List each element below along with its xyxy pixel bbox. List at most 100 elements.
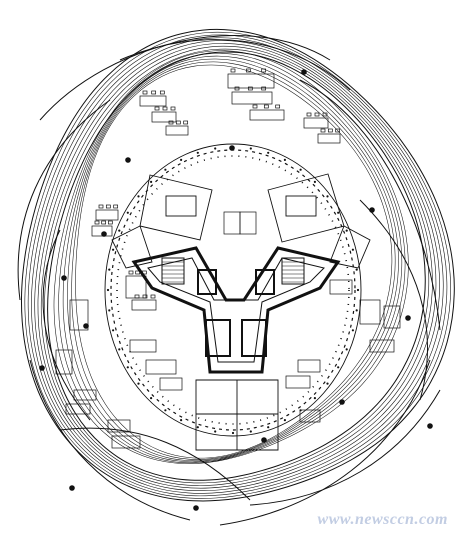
ring-mullion-dot-4 [345,348,348,351]
ring-mullion-dot-17 [150,397,153,400]
desk-19 [111,435,141,449]
chair-3-2 [263,104,269,109]
ring-mullion-dot-37 [283,158,286,161]
tendril-line-4 [29,359,191,521]
ring-mullion-dot-28 [137,195,140,198]
desk-17 [65,403,91,415]
desk-14 [69,299,89,331]
chair-9-3 [113,204,119,209]
ring-mullion-dot-7 [313,397,316,400]
ring-mullion-dot-35 [249,147,252,150]
desk-24 [369,339,395,353]
stair-right [281,257,305,285]
chair-6-1 [168,120,174,125]
outer-band-6 [37,43,437,489]
ring-mullion-dot-23 [106,288,110,292]
column-6 [261,437,267,443]
ring-mullion-dot-22 [108,309,111,312]
office-wing-rooms [111,173,371,451]
desk-9 [95,209,119,221]
ring-mullion-dot-27 [126,211,129,214]
ring-mullion-dot-18 [137,382,140,385]
ring-mullion-dot-5 [337,366,340,369]
outer-band-7 [40,45,433,486]
chair-5-2 [162,106,168,111]
tendril-line-7 [359,199,428,401]
outer-band-2 [24,31,451,499]
desk-5 [151,111,177,123]
chair-12-1 [134,294,140,299]
ring-mullion-dot-3 [351,329,354,332]
desk-8 [317,133,341,144]
meeting-table-right [285,195,317,217]
ring-mullion-dot-1 [356,288,360,292]
chair-2-1 [234,86,240,91]
desk-22 [329,279,353,295]
desk-16 [73,389,97,401]
desk-2 [231,91,273,105]
chair-8-2 [327,128,333,133]
ring-mullion-dot-26 [118,229,121,232]
ring-mullion-dot-21 [112,329,115,332]
chair-8-1 [320,128,326,133]
lift-shaft-2 [241,319,267,357]
column-11 [101,231,107,237]
ring-mullion-dot-44 [355,268,358,271]
outer-band-9 [47,51,426,481]
inner-ring-ticks [116,155,350,425]
chair-3-1 [252,104,258,109]
desk-13 [129,339,157,353]
desk-23 [359,299,381,325]
desk-25 [383,305,401,329]
lift-shaft-1 [205,319,231,357]
chair-8-3 [335,128,341,133]
ring-mullion-dot-11 [249,430,252,433]
chair-12-3 [150,294,156,299]
column-9 [39,365,45,371]
desk-27 [285,375,311,389]
desk-26 [297,359,321,373]
wing-room-5 [195,379,279,451]
middle-band-3 [62,55,403,463]
chair-4-1 [142,90,148,95]
tendril-line-9 [42,229,91,421]
desk-12 [131,299,157,311]
middle-band-6 [75,64,393,459]
meeting-table-left [165,195,197,217]
ring-mullion-dot-29 [150,180,153,183]
wing-room-3 [111,225,153,269]
ring-mullion-dot-25 [112,248,115,251]
ring-mullion-dot-42 [345,229,348,232]
outer-band-4 [31,37,444,494]
chair-2-2 [247,86,253,91]
ring-mullion-dot-20 [118,348,121,351]
watermark-text: www.newsccn.com [317,511,448,528]
desk-28 [299,409,321,423]
chair-10-1 [94,220,100,225]
tri-wing-service-core [131,246,341,374]
middle-band-1 [53,50,409,464]
column-10 [61,275,67,281]
stair-left [161,257,185,285]
tendril-line-6 [59,427,251,501]
ring-mullion-dot-14 [196,426,199,429]
outer-band-3 [27,34,448,497]
chair-7-1 [306,112,312,117]
desk-3 [249,109,285,121]
wing-room-4 [329,225,371,269]
ring-mullion-dot-12 [231,431,235,435]
core-outer-wall [131,246,341,374]
chair-3-3 [275,104,281,109]
chair-7-2 [314,112,320,117]
core-inner-wall [147,257,325,363]
tendril-line-2 [299,79,441,331]
ring-mullion-dot-39 [313,180,316,183]
tendril-line-1 [39,35,331,121]
ring-mullion-dot-43 [351,248,354,251]
ring-mullion-dot-8 [299,409,302,412]
column-3 [405,315,411,321]
desk-15 [55,349,73,375]
outer-band-5 [34,40,440,492]
chair-4-3 [159,90,165,95]
